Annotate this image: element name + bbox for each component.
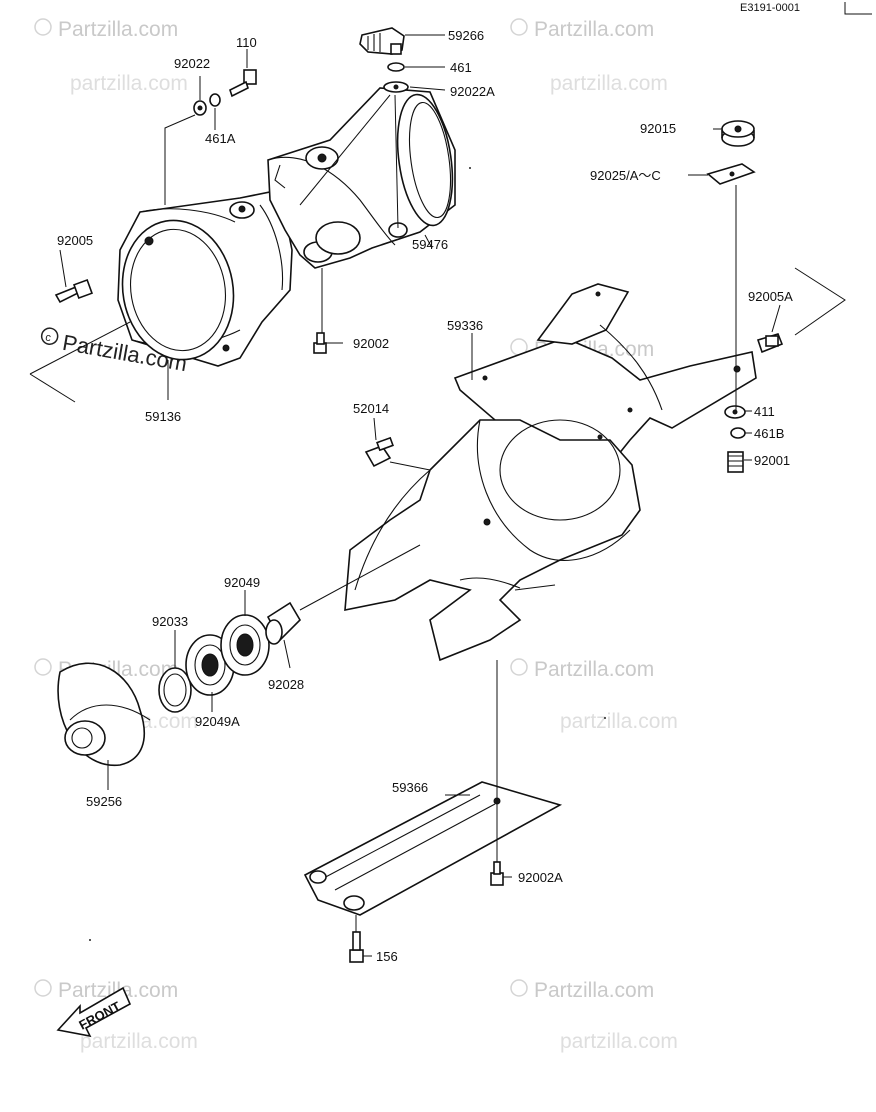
watermark: partzilla.com <box>80 1030 198 1053</box>
part-label-92002A: 92002A <box>518 870 563 885</box>
watermark: Partzilla.com <box>534 979 654 1002</box>
part-label-59266: 59266 <box>448 28 484 43</box>
part-label-92022: 92022 <box>174 56 210 71</box>
part-label-92025: 92025/A～C <box>590 168 661 183</box>
bolt-156 <box>349 931 364 963</box>
part-label-461B: 461B <box>754 426 784 441</box>
fitting-52014 <box>364 436 394 468</box>
bolt-92005 <box>54 279 93 304</box>
diagram-code: E3191-0001 <box>740 2 800 14</box>
watermark: Partzilla.com <box>534 18 654 41</box>
watermark: partzilla.com <box>560 710 678 733</box>
washer-stack <box>724 405 746 473</box>
part-label-92049A: 92049A <box>195 714 240 729</box>
watermark: partzilla.com <box>560 1030 678 1053</box>
part-label-59256: 59256 <box>86 794 122 809</box>
part-label-110: 110 <box>236 35 257 50</box>
part-label-59336: 59336 <box>447 318 483 333</box>
part-label-411: 411 <box>754 404 775 419</box>
part-label-52014: 52014 <box>353 401 389 416</box>
part-label-92001: 92001 <box>754 453 790 468</box>
watermark: partzilla.com <box>70 72 188 95</box>
bolt-110 <box>193 69 257 116</box>
bolt-92002 <box>313 332 327 354</box>
pump-shroud <box>344 419 641 662</box>
part-label-92015: 92015 <box>640 121 676 136</box>
leader-lines <box>29 2 872 957</box>
part-label-92005A: 92005A <box>748 289 793 304</box>
part-label-92022A: 92022A <box>450 84 495 99</box>
fitting-92005A <box>756 333 784 354</box>
part-label-92005: 92005 <box>57 233 93 248</box>
watermark: partzilla.com <box>550 72 668 95</box>
pump-outlet-59136 <box>117 189 293 367</box>
svg-text:c: c <box>44 332 52 345</box>
pump-case-59476 <box>267 87 456 269</box>
hose-elbow-59266 <box>359 27 409 93</box>
part-label-92002: 92002 <box>353 336 389 351</box>
part-label-92028: 92028 <box>268 677 304 692</box>
part-label-461A: 461A <box>205 131 236 146</box>
part-label-92049: 92049 <box>224 575 260 590</box>
part-label-59476: 59476 <box>412 237 448 252</box>
part-label-92033: 92033 <box>152 614 188 629</box>
part-labels: 59266 461 92022A 110 92022 461A 92015 92… <box>57 28 793 964</box>
part-label-461: 461 <box>450 60 472 75</box>
part-label-59136: 59136 <box>145 409 181 424</box>
part-label-156: 156 <box>376 949 398 964</box>
watermark: Partzilla.com <box>58 18 178 41</box>
plate-59366 <box>303 781 563 916</box>
part-label-59366: 59366 <box>392 780 428 795</box>
bolt-92002A <box>490 861 504 886</box>
impeller-59256 <box>57 662 151 767</box>
watermark: Partzilla.com <box>534 658 654 681</box>
cap-92015 <box>706 120 756 185</box>
